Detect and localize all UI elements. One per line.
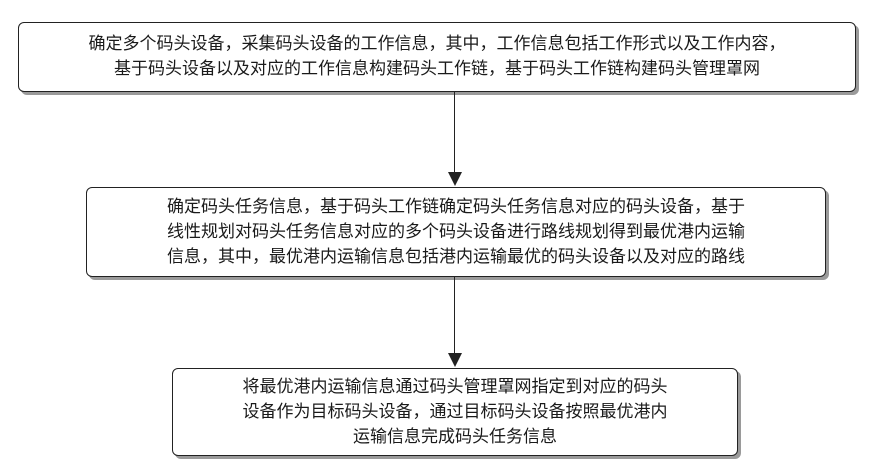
- process-step-3-line-2: 设备作为目标码头设备，通过目标码头设备按照最优港内: [243, 400, 668, 425]
- process-step-3-line-1: 将最优港内运输信息通过码头管理罩网指定到对应的码头: [243, 375, 668, 400]
- arrow-head-1-2: [448, 172, 462, 186]
- process-step-1: 确定多个码头设备，采集码头设备的工作信息，其中，工作信息包括工作形式以及工作内容…: [18, 22, 856, 92]
- process-step-1-line-2: 基于码头设备以及对应的工作信息构建码头工作链，基于码头工作链构建码头管理罩网: [89, 57, 786, 82]
- process-step-2-line-1: 确定码头任务信息，基于码头工作链确定码头任务信息对应的码头设备，基于: [167, 195, 745, 220]
- process-step-3-text: 将最优港内运输信息通过码头管理罩网指定到对应的码头 设备作为目标码头设备，通过目…: [243, 375, 668, 450]
- arrow-head-2-3: [448, 353, 462, 367]
- process-step-2: 确定码头任务信息，基于码头工作链确定码头任务信息对应的码头设备，基于 线性规划对…: [86, 187, 826, 277]
- process-step-2-text: 确定码头任务信息，基于码头工作链确定码头任务信息对应的码头设备，基于 线性规划对…: [167, 195, 745, 270]
- connector-1-2: [454, 92, 455, 174]
- connector-2-3: [454, 277, 455, 355]
- process-step-2-line-3: 信息，其中，最优港内运输信息包括港内运输最优的码头设备以及对应的路线: [167, 245, 745, 270]
- process-step-3: 将最优港内运输信息通过码头管理罩网指定到对应的码头 设备作为目标码头设备，通过目…: [172, 368, 738, 456]
- process-step-1-line-1: 确定多个码头设备，采集码头设备的工作信息，其中，工作信息包括工作形式以及工作内容…: [89, 32, 786, 57]
- process-step-1-text: 确定多个码头设备，采集码头设备的工作信息，其中，工作信息包括工作形式以及工作内容…: [89, 32, 786, 82]
- process-step-2-line-2: 线性规划对码头任务信息对应的多个码头设备进行路线规划得到最优港内运输: [167, 220, 745, 245]
- process-step-3-line-3: 运输信息完成码头任务信息: [243, 425, 668, 450]
